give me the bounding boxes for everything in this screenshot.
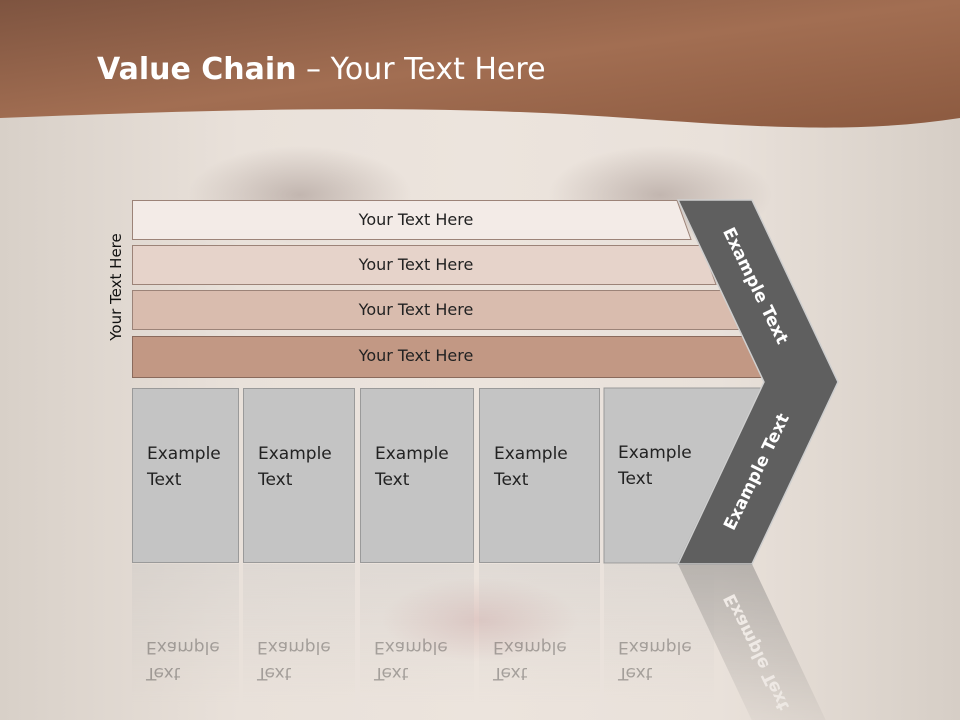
reflect-card-3-line1: Example <box>374 637 448 657</box>
bar-3: Your Text Here <box>132 290 742 330</box>
title-bold: Value Chain <box>97 52 297 87</box>
reflect-card-3-line2: Text <box>374 663 409 683</box>
bar-3-label: Your Text Here <box>358 300 474 319</box>
reflect-card-1-line1: Example <box>146 637 220 657</box>
card-2-line2: Text <box>258 470 293 490</box>
reflect-card-4: Text Example <box>479 564 600 720</box>
card-4-line2: Text <box>494 470 529 490</box>
bar-2: Your Text Here <box>132 245 717 285</box>
reflect-chevron <box>678 564 826 720</box>
page-title: Value Chain – Your Text Here <box>97 52 546 87</box>
card-3-line1: Example <box>375 444 449 464</box>
title-rest: – Your Text Here <box>296 52 546 87</box>
chevron-arrow <box>676 199 839 565</box>
reflect-card-3: Text Example <box>360 564 474 720</box>
bar-1-shape <box>132 200 692 240</box>
card-5-line2: Text <box>618 469 653 489</box>
reflect-card-1: Text Example <box>132 564 239 720</box>
reflect-card-2-line1: Example <box>257 637 331 657</box>
bar-4-label: Your Text Here <box>358 346 474 365</box>
reflect-card-1-line2: Text <box>146 663 181 683</box>
header-band <box>0 0 960 128</box>
reflect-card-4-line2: Text <box>493 663 528 683</box>
reflection: Text Example Text Example Text Example Text… <box>0 564 960 720</box>
side-label: Your Text Here <box>107 233 125 341</box>
bar-2-label: Your Text Here <box>358 255 474 274</box>
reflect-card-5-line2: Text <box>618 663 653 683</box>
reflect-card-2: Text Example <box>243 564 355 720</box>
bar-1-label: Your Text Here <box>358 210 474 229</box>
card-1-line1: Example <box>147 444 221 464</box>
bar-4: Your Text Here <box>132 336 767 378</box>
card-5-line1: Example <box>618 443 692 463</box>
card-3-line2: Text <box>375 470 410 490</box>
bar-2-shape <box>132 245 717 285</box>
reflect-card-2-line2: Text <box>257 663 292 683</box>
card-4-line1: Example <box>494 444 568 464</box>
card-1-line2: Text <box>147 470 182 490</box>
card-2-line1: Example <box>258 444 332 464</box>
bar-1: Your Text Here <box>132 200 692 240</box>
reflect-card-4-line1: Example <box>493 637 567 657</box>
